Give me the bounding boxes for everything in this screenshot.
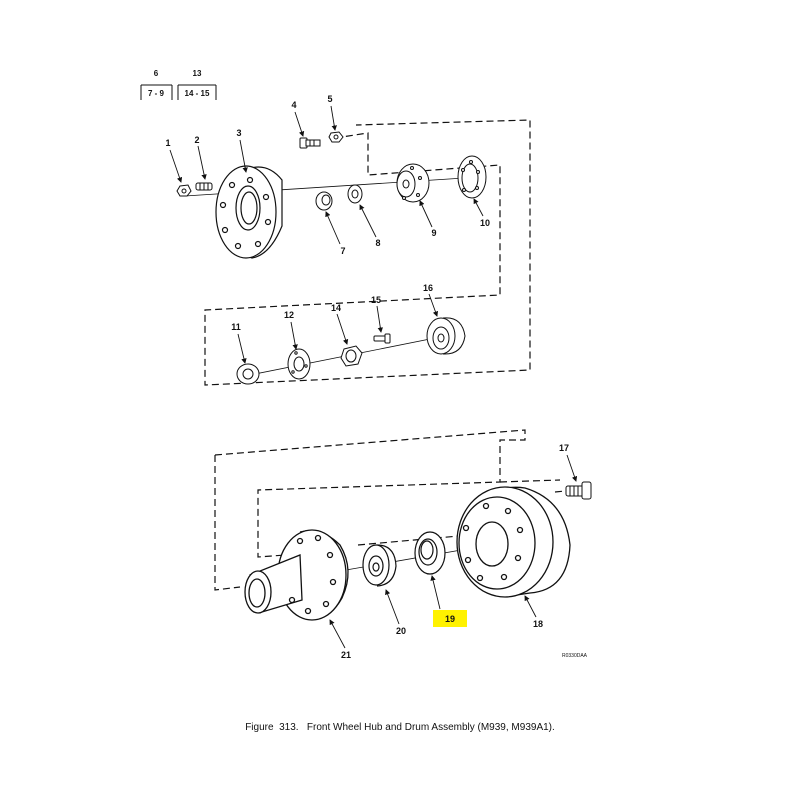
leader-lines xyxy=(169,105,578,649)
part-9-flange xyxy=(396,163,430,203)
callout-2: 2 xyxy=(194,135,199,145)
part-1-nut xyxy=(176,184,192,197)
part-10-plate xyxy=(457,155,487,199)
part-18-brake-drum xyxy=(456,486,571,598)
callout-14: 14 xyxy=(331,303,341,313)
callout-1: 1 xyxy=(165,138,170,148)
caption-title: Front Wheel Hub and Drum Assembly (M939,… xyxy=(306,722,555,733)
callout-3: 3 xyxy=(236,128,241,138)
part-21-hub xyxy=(244,529,349,621)
part-4-bolt xyxy=(299,137,321,149)
part-20-bearing xyxy=(362,544,397,587)
reference-box-6: 6 7 - 9 xyxy=(140,69,173,100)
part-5-nut xyxy=(328,131,344,143)
callout-8: 8 xyxy=(375,238,380,248)
callout-labels: 1 2 3 4 5 7 8 9 10 11 12 14 15 16 17 18 … xyxy=(165,94,569,660)
callout-12: 12 xyxy=(284,310,294,320)
part-7-cup xyxy=(315,191,333,211)
part-2-stud xyxy=(195,182,213,191)
reference-range: 7 - 9 xyxy=(148,89,165,98)
callout-9: 9 xyxy=(431,228,436,238)
callout-18: 18 xyxy=(533,619,543,629)
assembly-connector-lines xyxy=(204,119,576,591)
drawing-code: R0330DAA xyxy=(562,653,588,659)
part-11-nut xyxy=(236,363,260,385)
callout-5: 5 xyxy=(327,94,332,104)
part-16-bearing xyxy=(426,317,466,355)
caption-prefix: Figure 313. xyxy=(245,722,299,733)
part-3-hub xyxy=(215,165,283,259)
callout-17: 17 xyxy=(559,443,569,453)
part-12-washer xyxy=(287,348,311,380)
callout-20: 20 xyxy=(396,626,406,636)
reference-range: 14 - 15 xyxy=(185,89,210,98)
part-14-nut xyxy=(340,345,363,367)
callout-7: 7 xyxy=(340,246,345,256)
callout-15: 15 xyxy=(371,295,381,305)
callout-10: 10 xyxy=(480,218,490,228)
part-15-screw xyxy=(373,333,391,344)
figure-caption: Figure 313. Front Wheel Hub and Drum Ass… xyxy=(0,722,800,733)
reference-box-13: 13 14 - 15 xyxy=(177,69,217,100)
callout-4: 4 xyxy=(291,100,296,110)
callout-21: 21 xyxy=(341,650,351,660)
callout-19: 19 xyxy=(445,614,455,624)
part-8-washer xyxy=(347,184,363,204)
part-19-seal xyxy=(414,531,446,575)
callout-16: 16 xyxy=(423,283,433,293)
callout-11: 11 xyxy=(231,322,241,332)
highlight-marker-19 xyxy=(433,610,467,627)
part-17-stud xyxy=(565,481,592,500)
reference-number: 6 xyxy=(154,69,159,78)
reference-number: 13 xyxy=(193,69,202,78)
